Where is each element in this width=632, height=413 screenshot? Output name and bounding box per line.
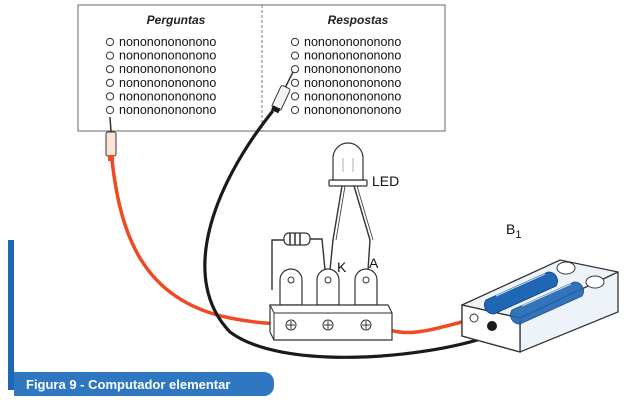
figure-caption: Figura 9 - Computador elementar <box>14 372 274 396</box>
answer-contact <box>290 105 300 115</box>
battery-label-sub: 1 <box>515 229 521 241</box>
answer-contact <box>290 92 300 101</box>
question-contact <box>105 92 115 101</box>
answer-contact <box>290 65 300 74</box>
anode-label: A <box>369 255 379 271</box>
question-item: nonononononono <box>119 89 216 103</box>
answer-contact <box>290 78 300 87</box>
question-item: nonononononono <box>119 49 216 63</box>
question-contact <box>105 105 115 115</box>
answer-contact <box>290 51 300 60</box>
black-probe <box>271 71 294 114</box>
red-probe <box>105 116 117 161</box>
answer-item: nonononononono <box>304 103 401 117</box>
battery-label: B1 <box>506 221 521 241</box>
red-wire <box>110 158 292 326</box>
battery-label-main: B <box>506 221 515 237</box>
question-answer-board: Perguntas Respostas nononononononononono… <box>77 4 446 132</box>
answer-contact <box>290 37 300 47</box>
resistor <box>271 232 326 290</box>
answer-item: nonononononono <box>304 49 401 63</box>
answer-item: nonononononono <box>304 89 401 103</box>
led-label: LED <box>372 173 399 189</box>
answer-list: nononononononononononononononononononono… <box>290 35 401 117</box>
terminal-strip <box>269 268 393 341</box>
question-item: nonononononono <box>119 35 216 49</box>
board-left-title: Perguntas <box>147 13 206 27</box>
question-item: nonononononono <box>119 76 216 90</box>
left-accent-bar <box>8 240 14 390</box>
caption-text: Figura 9 - Computador elementar <box>26 377 230 392</box>
answer-item: nonononononono <box>304 76 401 90</box>
led <box>328 142 374 271</box>
question-item: nonononononono <box>119 103 216 117</box>
answer-item: nonononononono <box>304 35 401 49</box>
question-list: nononononononononononononononononononono… <box>105 35 216 117</box>
question-contact <box>105 65 115 74</box>
question-contact <box>105 51 115 60</box>
black-wire <box>203 110 492 359</box>
board-right-title: Respostas <box>328 13 389 27</box>
cathode-label: K <box>337 259 347 275</box>
battery-holder <box>461 259 619 353</box>
answer-item: nonononononono <box>304 62 401 76</box>
question-item: nonononononono <box>119 62 216 76</box>
question-contact <box>105 37 115 47</box>
question-contact <box>105 78 115 87</box>
